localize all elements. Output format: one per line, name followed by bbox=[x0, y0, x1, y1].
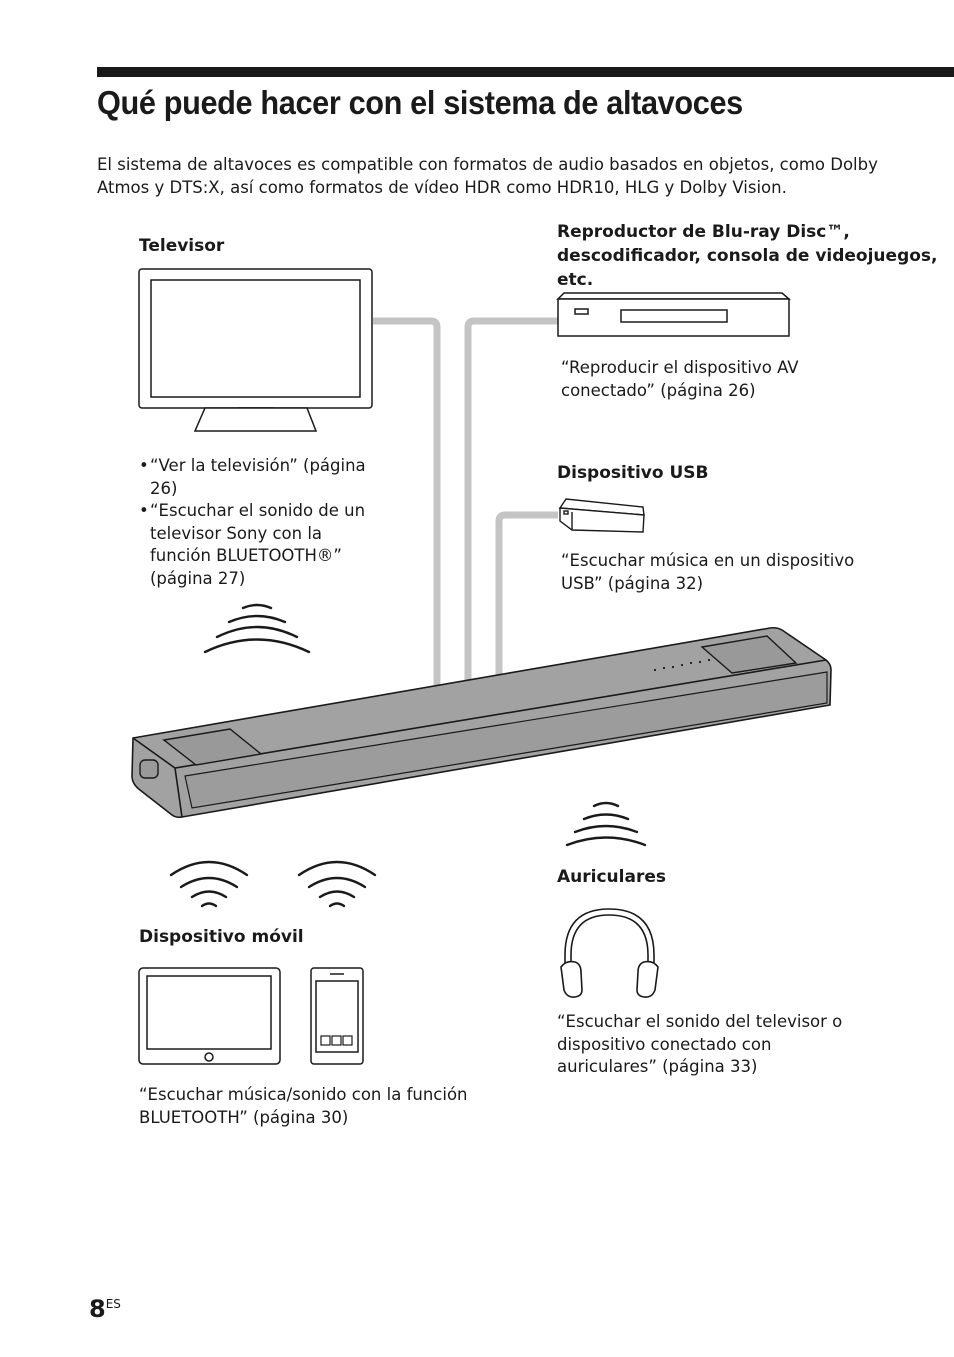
tv-feature-item: “Ver la televisión” (página 26) bbox=[139, 455, 379, 500]
wireless-waves-icon bbox=[297, 860, 377, 908]
usb-stick-icon bbox=[558, 498, 645, 533]
player-cable bbox=[464, 317, 558, 690]
tv-feature-item: “Escuchar el sonido de un televisor Sony… bbox=[139, 500, 379, 590]
page-title: Qué puede hacer con el sistema de altavo… bbox=[97, 84, 743, 121]
usb-cable bbox=[495, 511, 558, 680]
page-language-suffix: ES bbox=[105, 1297, 121, 1311]
page-number-value: 8 bbox=[89, 1295, 106, 1323]
cables bbox=[373, 317, 558, 690]
wireless-waves-icon bbox=[565, 801, 647, 847]
intro-paragraph: El sistema de altavoces es compatible co… bbox=[97, 155, 878, 197]
wireless-waves-icon bbox=[169, 860, 249, 908]
top-rule bbox=[97, 67, 954, 77]
tv-feature-list: “Ver la televisión” (página 26) “Escucha… bbox=[139, 455, 379, 590]
headphones-description: “Escuchar el sonido del televisor o disp… bbox=[557, 1012, 843, 1076]
tablet-icon bbox=[138, 967, 281, 1065]
tv-icon bbox=[138, 268, 373, 432]
mobile-description: “Escuchar música/sonido con la función B… bbox=[139, 1085, 468, 1127]
smartphone-icon bbox=[310, 967, 364, 1065]
headphones-icon bbox=[560, 908, 659, 998]
player-description: “Reproducir el dispositivo AV conectado”… bbox=[561, 358, 799, 400]
player-label: Reproductor de Blu-ray Disc™, descodific… bbox=[557, 222, 938, 290]
headphones-label: Auriculares bbox=[557, 867, 666, 887]
soundbar-icon bbox=[131, 626, 832, 819]
wireless-waves-icon bbox=[203, 603, 311, 654]
bluray-player-icon bbox=[556, 292, 792, 337]
page-number: 8ES bbox=[89, 1295, 121, 1323]
usb-description: “Escuchar música en un dispositivo USB” … bbox=[561, 551, 855, 593]
mobile-label: Dispositivo móvil bbox=[139, 927, 304, 947]
tv-label: Televisor bbox=[139, 236, 225, 256]
usb-label: Dispositivo USB bbox=[557, 463, 709, 483]
tv-cable bbox=[373, 317, 441, 690]
